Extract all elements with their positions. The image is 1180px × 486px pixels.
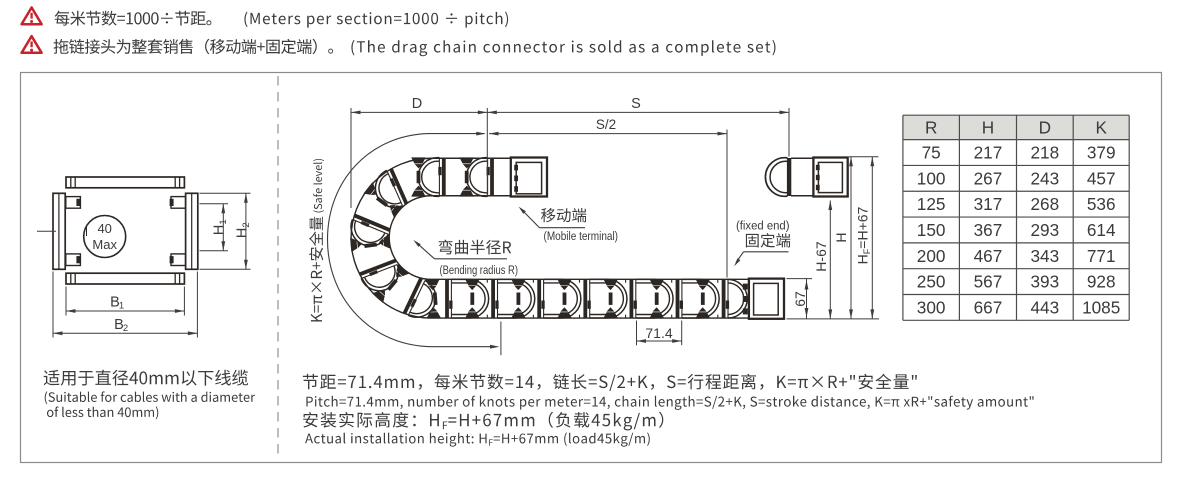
svg-text:75: 75 [922,143,941,163]
svg-text:443: 443 [1031,297,1060,317]
svg-text:67: 67 [792,291,808,307]
svg-text:200: 200 [917,246,946,266]
svg-text:1085: 1085 [1082,297,1120,317]
svg-text:1: 1 [119,301,124,312]
svg-text:(Mobile terminal): (Mobile terminal) [544,229,619,243]
svg-text:536: 536 [1087,194,1116,214]
svg-text:150: 150 [917,220,946,240]
svg-text:928: 928 [1087,272,1116,292]
svg-text:H: H [833,232,849,242]
svg-text:125: 125 [917,194,946,214]
svg-text:300: 300 [917,297,946,317]
svg-text:771: 771 [1087,246,1116,266]
svg-text:H1: H1 [212,219,230,235]
svg-text:S/2: S/2 [596,117,616,132]
svg-text:267: 267 [974,168,1003,188]
svg-text:343: 343 [1031,246,1060,266]
svg-text:D: D [1039,118,1051,138]
svg-text:250: 250 [917,272,946,292]
svg-text:R: R [925,118,937,138]
svg-text:(Bending radius R): (Bending radius R) [440,263,519,277]
svg-text:HF=H+67: HF=H+67 [854,206,872,264]
svg-text:217: 217 [974,143,1003,163]
svg-text:457: 457 [1087,168,1116,188]
svg-text:293: 293 [1031,220,1060,240]
svg-text:100: 100 [917,168,946,188]
svg-text:268: 268 [1031,194,1060,214]
svg-text:H: H [982,118,994,138]
svg-text:K: K [1095,118,1107,138]
svg-text:243: 243 [1031,168,1060,188]
svg-text:218: 218 [1031,143,1060,163]
svg-text:B: B [110,295,120,311]
svg-text:40: 40 [97,221,111,236]
svg-text:393: 393 [1031,272,1060,292]
svg-text:2: 2 [123,323,128,334]
svg-text:H2: H2 [234,222,252,238]
svg-text:71.4: 71.4 [645,325,672,341]
svg-text:667: 667 [974,297,1003,317]
svg-text:367: 367 [974,220,1003,240]
svg-text:467: 467 [974,246,1003,266]
svg-text:379: 379 [1087,143,1116,163]
svg-text:614: 614 [1087,220,1116,240]
svg-text:Max: Max [92,237,117,252]
svg-text:317: 317 [974,194,1003,214]
svg-text:H-67: H-67 [813,241,829,272]
svg-text:567: 567 [974,272,1003,292]
svg-text:(fixed end): (fixed end) [736,218,790,232]
svg-text:S: S [631,96,641,112]
svg-text:D: D [412,96,422,112]
svg-text:B: B [114,317,124,333]
